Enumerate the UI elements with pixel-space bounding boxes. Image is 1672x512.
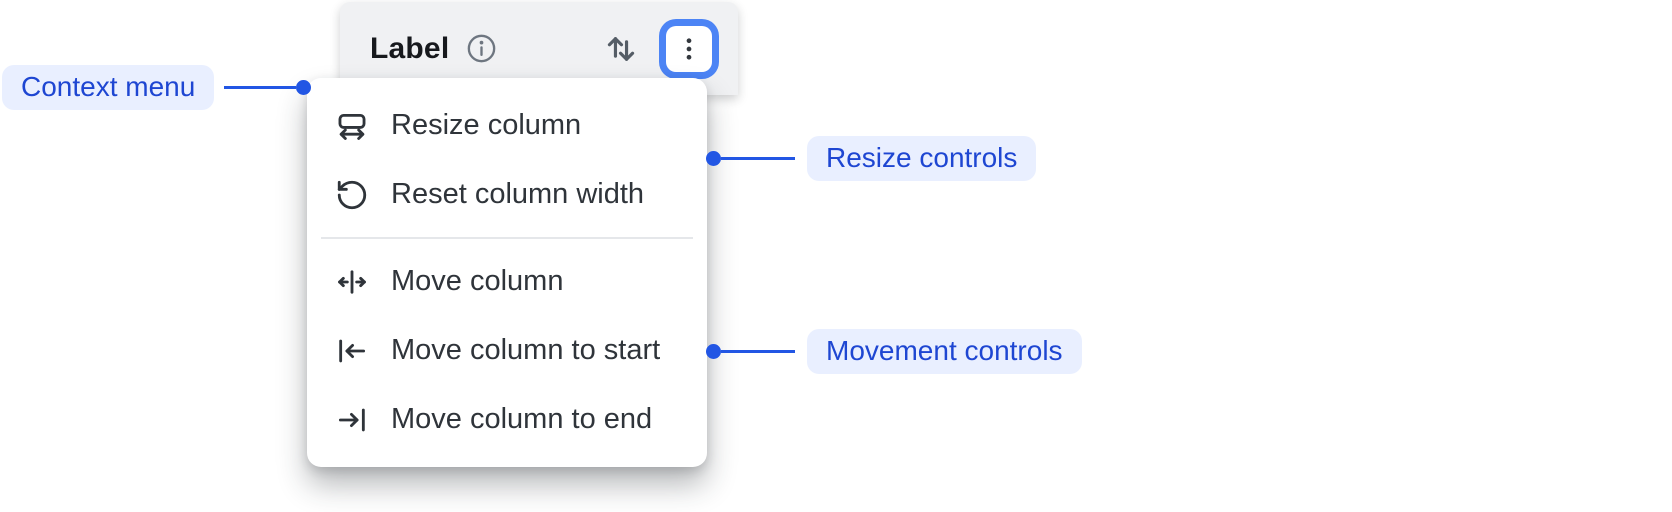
annotation-connector-line	[721, 350, 795, 353]
column-header-label: Label	[370, 31, 450, 65]
menu-item-move-column-start[interactable]: Move column to start	[307, 316, 707, 385]
annotation-connector-line	[224, 86, 297, 89]
annotation-connector-line	[721, 157, 795, 160]
annotation-connector-dot	[296, 80, 312, 95]
annotation-connector-dot	[706, 344, 721, 359]
more-vertical-icon	[674, 34, 704, 64]
annotation-label: Resize controls	[807, 136, 1037, 181]
menu-divider	[321, 237, 693, 239]
menu-item-label: Move column	[391, 265, 564, 297]
menu-item-label: Reset column width	[391, 178, 645, 210]
move-column-start-icon	[335, 334, 369, 368]
menu-item-move-column[interactable]: Move column	[307, 247, 707, 316]
context-menu: Resize column Reset column width Move co…	[307, 78, 707, 467]
annotation-resize-controls: Resize controls	[706, 136, 1037, 181]
annotation-label: Movement controls	[807, 329, 1082, 374]
menu-item-label: Move column to start	[391, 334, 661, 366]
move-column-icon	[335, 265, 369, 299]
menu-item-move-column-end[interactable]: Move column to end	[307, 385, 707, 454]
reset-column-width-icon	[335, 178, 369, 212]
info-icon[interactable]	[465, 32, 498, 65]
annotation-label: Context menu	[2, 65, 215, 110]
sort-icon[interactable]	[602, 30, 640, 68]
resize-column-icon	[335, 109, 369, 143]
move-column-end-icon	[335, 403, 369, 437]
column-menu-button[interactable]	[666, 25, 712, 72]
menu-item-label: Resize column	[391, 109, 582, 141]
menu-item-label: Move column to end	[391, 403, 653, 435]
menu-item-resize-column[interactable]: Resize column	[307, 91, 707, 160]
annotation-connector-dot	[706, 151, 721, 166]
annotation-context-menu: Context menu	[2, 65, 312, 110]
menu-item-reset-column-width[interactable]: Reset column width	[307, 160, 707, 229]
annotation-movement-controls: Movement controls	[706, 329, 1082, 374]
